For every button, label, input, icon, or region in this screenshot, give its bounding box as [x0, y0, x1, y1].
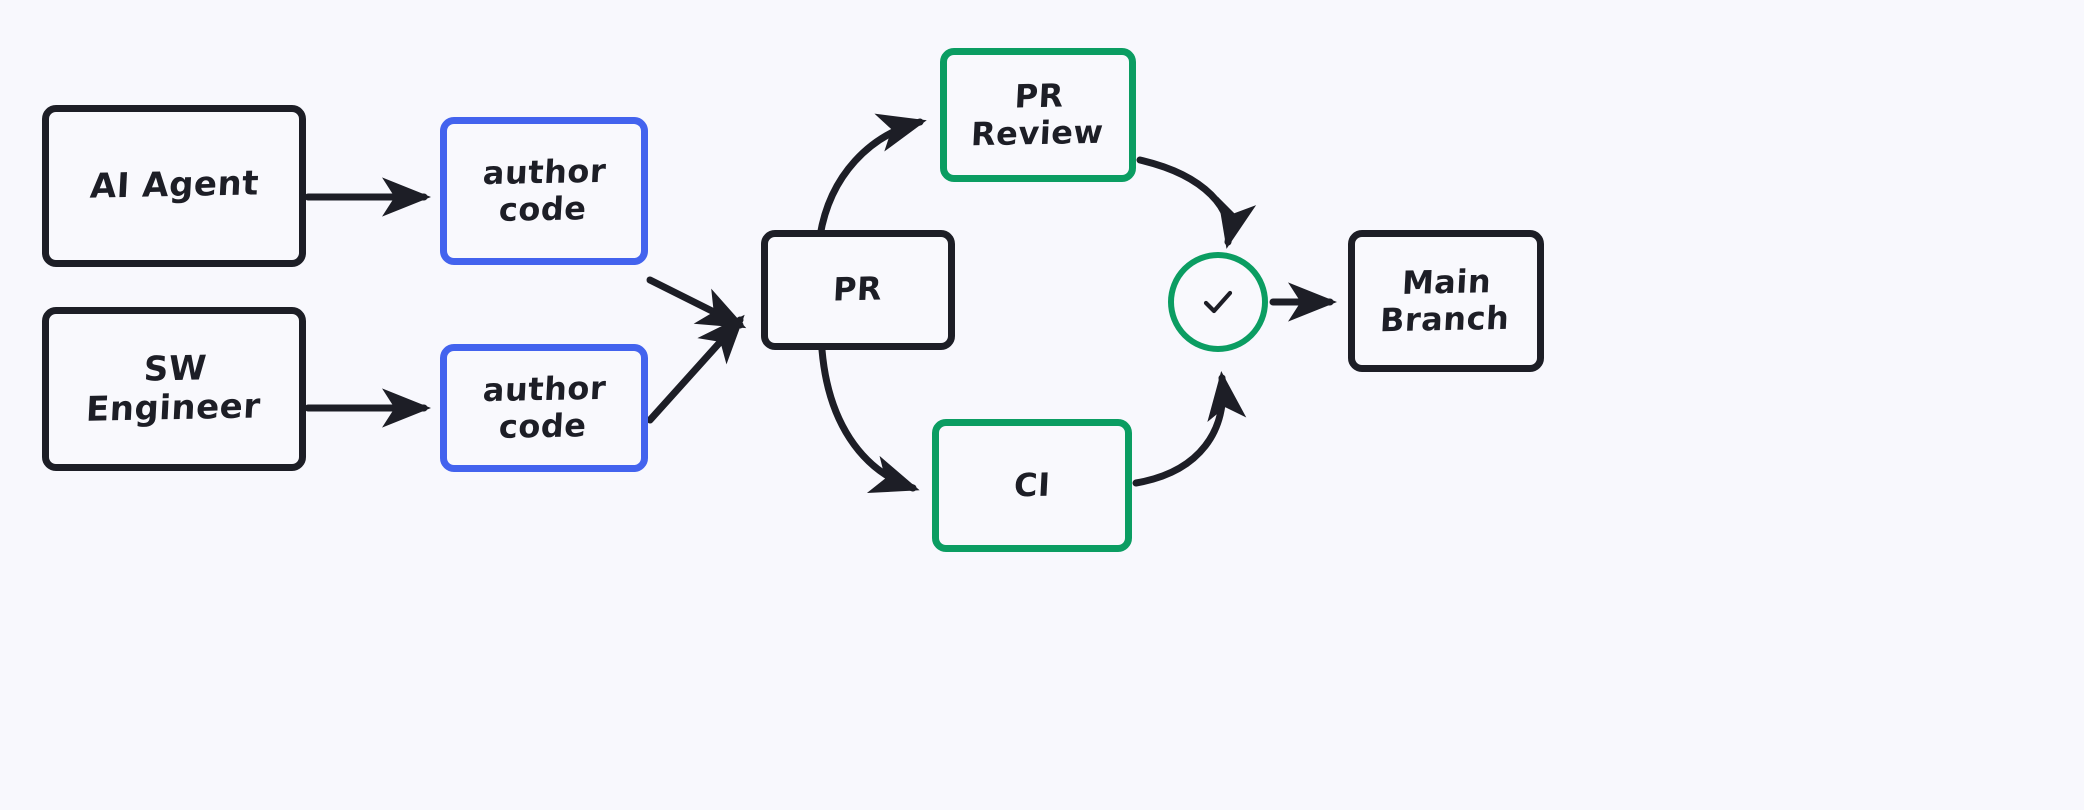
node-pr-review[interactable]: PR Review [940, 48, 1136, 182]
node-pr[interactable]: PR [761, 230, 955, 350]
node-label-pr: PR [832, 269, 884, 309]
node-label-ai-agent: AI Agent [88, 163, 260, 207]
edge-pr-review-to-approved-check [1136, 156, 1257, 249]
edge-pr-to-pr-review [816, 113, 927, 240]
node-label-ci: CI [1012, 465, 1052, 505]
node-ci[interactable]: CI [932, 419, 1132, 552]
check-icon [1203, 290, 1233, 314]
node-sw-engineer[interactable]: SW Engineer [42, 307, 306, 471]
node-label-author-code-agent: author code [482, 151, 608, 229]
node-label-pr-review: PR Review [969, 76, 1105, 154]
node-label-sw-engineer: SW Engineer [84, 347, 262, 430]
node-author-code-engineer[interactable]: author code [440, 344, 648, 472]
node-ai-agent[interactable]: AI Agent [42, 105, 306, 267]
edge-author-code-engineer-to-pr [646, 314, 745, 424]
node-main-branch[interactable]: Main Branch [1348, 230, 1544, 372]
node-label-main-branch: Main Branch [1379, 261, 1511, 340]
node-label-author-code-engineer: author code [482, 368, 608, 446]
node-approved-check[interactable] [1168, 252, 1268, 352]
edge-pr-to-ci [818, 346, 920, 494]
node-author-code-agent[interactable]: author code [440, 117, 648, 265]
edge-ci-to-approved-check [1132, 371, 1247, 487]
edge-author-code-agent-to-pr [646, 276, 747, 329]
